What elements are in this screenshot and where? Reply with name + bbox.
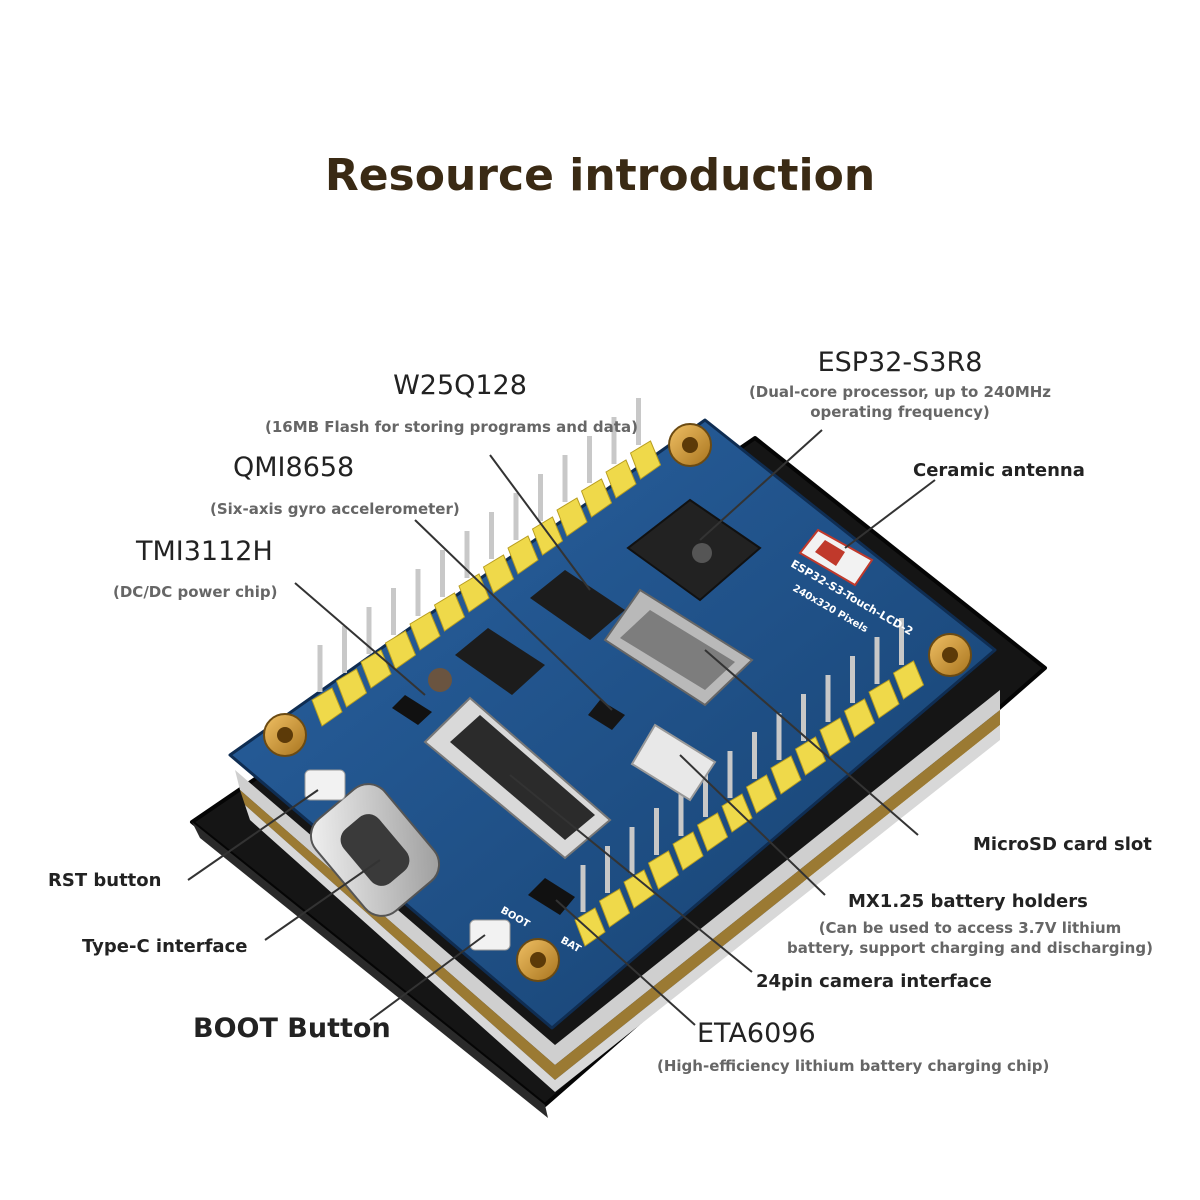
label-rst-button: RST button — [48, 870, 162, 891]
left-header-block — [556, 497, 588, 537]
battery-connector — [630, 723, 717, 802]
leader-typec — [264, 859, 381, 941]
standoffs — [263, 423, 972, 982]
leader-antenna — [844, 479, 936, 549]
label-qmi8658-desc: (Six-axis gyro accelerometer) — [210, 500, 460, 518]
left-header-block — [433, 592, 466, 632]
label-boot-button: BOOT Button — [193, 1013, 391, 1044]
leader-esp32 — [699, 429, 823, 541]
label-microsd: MicroSD card slot — [973, 834, 1152, 855]
label-ceramic-antenna: Ceramic antenna — [913, 460, 1085, 481]
leader-microsd — [704, 649, 919, 836]
esp32-chip — [626, 498, 762, 602]
right-header-block — [770, 755, 802, 795]
power-chip — [392, 628, 545, 725]
right-header-block — [696, 812, 729, 852]
right-header-block — [819, 717, 851, 757]
label-w25q128-desc: (16MB Flash for storing programs and dat… — [265, 418, 638, 436]
leader-mx125 — [679, 754, 826, 896]
right-header-block — [672, 831, 704, 871]
imu-chip — [588, 700, 625, 730]
right-header-block — [647, 850, 680, 890]
label-tmi3112h-name: TMI3112H — [136, 536, 273, 567]
label-eta6096-name: ETA6096 — [697, 1018, 816, 1049]
label-mx125-name: MX1.25 battery holders — [848, 891, 1088, 912]
left-header-block — [580, 478, 613, 518]
left-header-block — [409, 611, 441, 651]
right-header-block — [745, 774, 778, 814]
label-esp32-desc-1: (Dual-core processor, up to 240MHz — [748, 383, 1052, 401]
left-header-block — [335, 668, 368, 708]
left-header-block — [629, 440, 662, 480]
right-header-block — [843, 698, 876, 738]
right-header-block — [868, 679, 900, 719]
leader-lines — [187, 429, 936, 1026]
leader-camera — [509, 774, 753, 973]
usb-c-port — [309, 783, 441, 917]
label-w25q128-name: W25Q128 — [393, 370, 527, 401]
ceramic-antenna — [798, 528, 874, 587]
leader-qmi8658 — [414, 519, 613, 711]
page-title: Resource introduction — [324, 150, 876, 201]
label-esp32-desc-2: operating frequency) — [810, 403, 990, 421]
flash-chip — [530, 570, 625, 640]
label-eta6096-desc: (High-efficiency lithium battery chargin… — [657, 1057, 1050, 1075]
right-header-block — [892, 660, 925, 700]
label-qmi8658-name: QMI8658 — [233, 452, 355, 483]
label-camera: 24pin camera interface — [756, 971, 992, 992]
leader-eta6096 — [555, 899, 696, 1026]
label-esp32-name: ESP32-S3R8 — [817, 347, 983, 378]
left-header-block — [384, 630, 417, 670]
left-header-block — [482, 554, 515, 594]
label-mx125-desc-2: battery, support charging and dischargin… — [787, 939, 1153, 957]
left-header-block — [531, 516, 564, 556]
label-typec: Type-C interface — [82, 936, 248, 957]
right-header-block — [623, 869, 655, 909]
right-header-block — [598, 888, 631, 928]
left-header-block — [605, 459, 637, 499]
left-header-block — [507, 535, 539, 575]
pin-header-right — [574, 618, 925, 947]
label-tmi3112h-desc: (DC/DC power chip) — [113, 583, 278, 601]
leader-boot — [369, 934, 486, 1021]
leader-tmi3112h — [294, 582, 426, 696]
label-mx125-desc-1: (Can be used to access 3.7V lithium — [818, 919, 1122, 937]
left-header-block — [311, 687, 343, 727]
microsd-slot — [603, 588, 754, 707]
leader-rst — [187, 789, 319, 881]
leader-w25q128 — [489, 454, 591, 591]
